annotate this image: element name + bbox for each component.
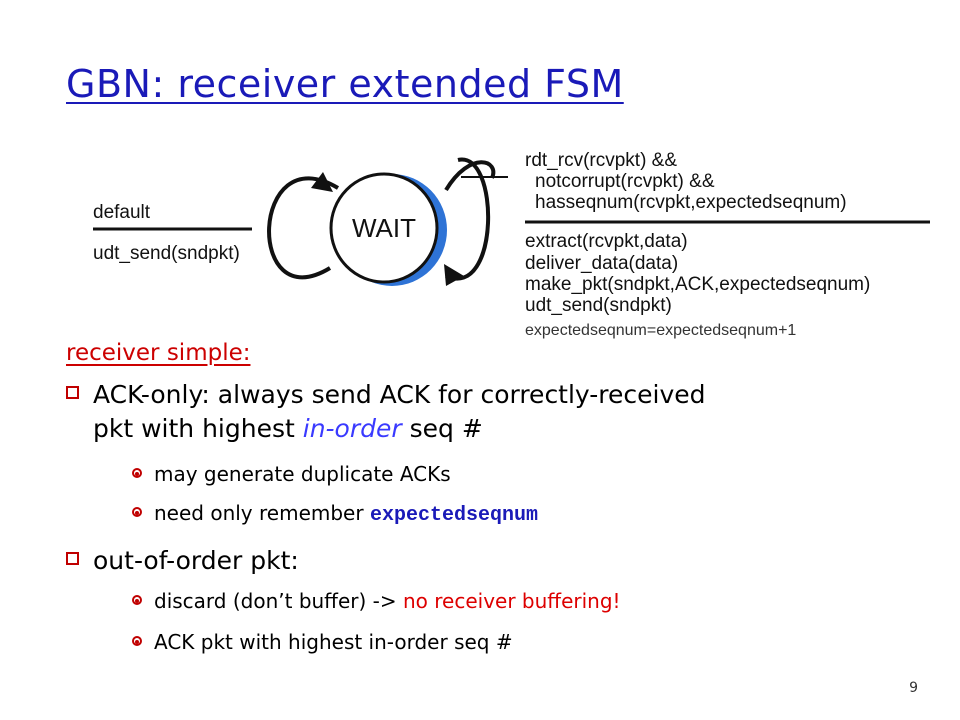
sub-bullet-text: need only remember expectedseqnum [154, 501, 538, 527]
sub-bullet-text: discard (don’t buffer) -> no receiver bu… [154, 589, 621, 613]
right-event-line-2: notcorrupt(rcvpkt) && [535, 171, 715, 192]
round-bullet-icon [132, 595, 142, 605]
code-expectedseqnum: expectedseqnum [369, 504, 538, 527]
sub-bullet-duplicate-acks: may generate duplicate ACKs [132, 461, 451, 487]
right-loop-arrowhead [444, 264, 464, 286]
no-buffering-text: no receiver buffering! [402, 589, 621, 613]
square-bullet-icon [66, 552, 79, 565]
round-bullet-icon [132, 507, 142, 517]
right-action-line-4: udt_send(sndpkt) [525, 295, 672, 316]
right-self-loop [445, 157, 491, 281]
round-bullet-icon [132, 468, 142, 478]
subheading: receiver simple: [66, 340, 251, 366]
bullet-out-of-order: out-of-order pkt: [66, 544, 299, 578]
sub-bullet-text: ACK pkt with highest in-order seq # [154, 630, 513, 654]
right-event-line-3: hasseqnum(rcvpkt,expectedseqnum) [535, 192, 847, 213]
state-circle [329, 172, 439, 284]
right-action-line-1: extract(rcvpkt,data) [525, 231, 688, 252]
emphasis-in-order: in-order [302, 414, 402, 443]
state-label: WAIT [352, 213, 416, 243]
right-action-extra: expectedseqnum=expectedseqnum+1 [525, 322, 796, 339]
bullet-text: ACK-only: always send ACK for correctly-… [93, 380, 706, 409]
page-number: 9 [909, 680, 918, 696]
bullet-text-line2: pkt with highest in-order seq # [93, 414, 483, 443]
fsm-diagram: default udt_send(sndpkt) WAIT rdt_rcv(rc… [93, 150, 930, 339]
sub-bullet-text: may generate duplicate ACKs [154, 462, 451, 486]
right-action-line-2: deliver_data(data) [525, 253, 678, 274]
bullet-text: out-of-order pkt: [93, 546, 299, 575]
square-bullet-icon [66, 386, 79, 399]
right-loop-top [444, 160, 496, 192]
round-bullet-icon [132, 636, 142, 646]
left-self-loop [267, 176, 340, 280]
slide-title: GBN: receiver extended FSM [66, 62, 624, 106]
sub-bullet-remember: need only remember expectedseqnum [132, 500, 538, 529]
left-loop-arrowhead [311, 172, 333, 192]
sub-bullet-discard: discard (don’t buffer) -> no receiver bu… [132, 588, 621, 614]
right-action-line-3: make_pkt(sndpkt,ACK,expectedseqnum) [525, 274, 870, 295]
sub-bullet-ack-highest: ACK pkt with highest in-order seq # [132, 629, 513, 655]
left-event-text: default [93, 202, 151, 223]
right-event-line-1: rdt_rcv(rcvpkt) && [525, 150, 677, 171]
left-action-text: udt_send(sndpkt) [93, 243, 240, 264]
bullet-ack-only: ACK-only: always send ACK for correctly-… [66, 378, 706, 446]
